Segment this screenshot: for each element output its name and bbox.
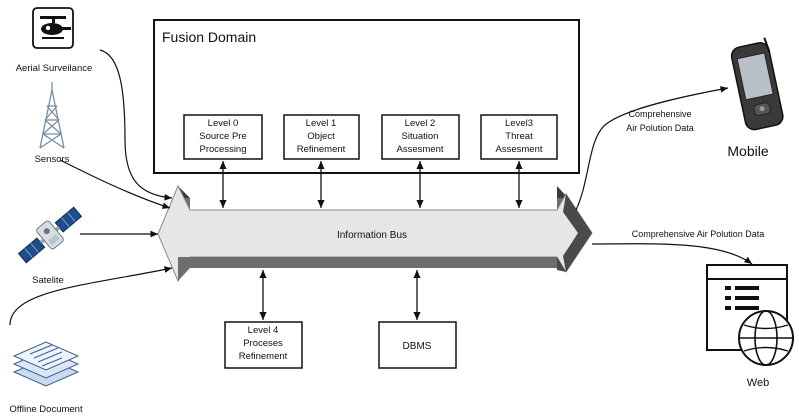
- helicopter-icon: [32, 7, 74, 49]
- level-0-line-3: Processing: [200, 144, 247, 155]
- mobile-device-icon: [730, 37, 784, 131]
- level-2-title: Level 2: [405, 118, 436, 129]
- connector-web: [591, 243, 753, 265]
- dbms-label: DBMS: [403, 341, 432, 352]
- mobile-label: Mobile: [727, 143, 768, 159]
- aerial-surveilance-label: Aerial Surveilance: [16, 63, 93, 74]
- documents-stack-icon: [12, 341, 80, 387]
- level-1-title: Level 1: [306, 118, 337, 129]
- level-4-box[interactable]: Level 4 Proceses Refinement: [224, 321, 303, 369]
- satellite-icon: [17, 206, 83, 264]
- level-4-title: Level 4: [248, 325, 279, 336]
- information-bus: Information Bus: [157, 184, 593, 283]
- offline-document-label: Offline Document: [9, 404, 83, 415]
- web-page-icon: [706, 264, 794, 366]
- level-0-line-2: Source Pre: [199, 131, 247, 142]
- mobile-data-label-line-1: Comprehensive: [628, 109, 691, 119]
- level-2-box[interactable]: Level 2 Situation Assesment: [381, 114, 460, 160]
- level-0-box[interactable]: Level 0 Source Pre Processing: [183, 114, 263, 160]
- connector-mobile: [575, 86, 729, 211]
- level-3-line-3: Assesment: [496, 144, 543, 155]
- mobile-data-label-line-2: Air Polution Data: [626, 123, 694, 133]
- level-3-line-2: Threat: [505, 131, 533, 142]
- antenna-tower-icon: [39, 82, 65, 149]
- level-3-title: Level3: [505, 118, 533, 129]
- connector-sensors: [59, 159, 171, 209]
- level-3-box[interactable]: Level3 Threat Assesment: [480, 114, 558, 160]
- level-2-line-2: Situation: [402, 131, 439, 142]
- level-0-title: Level 0: [208, 118, 239, 129]
- level-4-line-2: Proceses: [243, 338, 283, 349]
- level-4-line-3: Refinement: [239, 351, 288, 362]
- web-data-label: Comprehensive Air Polution Data: [632, 229, 765, 239]
- satelite-label: Satelite: [32, 275, 64, 286]
- information-bus-label: Information Bus: [337, 230, 407, 241]
- level-1-box[interactable]: Level 1 Object Refinement: [283, 114, 360, 160]
- sensors-label: Sensors: [35, 154, 70, 165]
- connector-offline: [9, 266, 173, 326]
- fusion-domain-title: Fusion Domain: [162, 29, 256, 45]
- level-2-line-3: Assesment: [397, 144, 444, 155]
- connector-aerial: [99, 49, 173, 201]
- dbms-box[interactable]: DBMS: [378, 321, 457, 369]
- web-label: Web: [747, 377, 769, 389]
- level-1-line-2: Object: [307, 131, 335, 142]
- level-1-line-3: Refinement: [297, 144, 346, 155]
